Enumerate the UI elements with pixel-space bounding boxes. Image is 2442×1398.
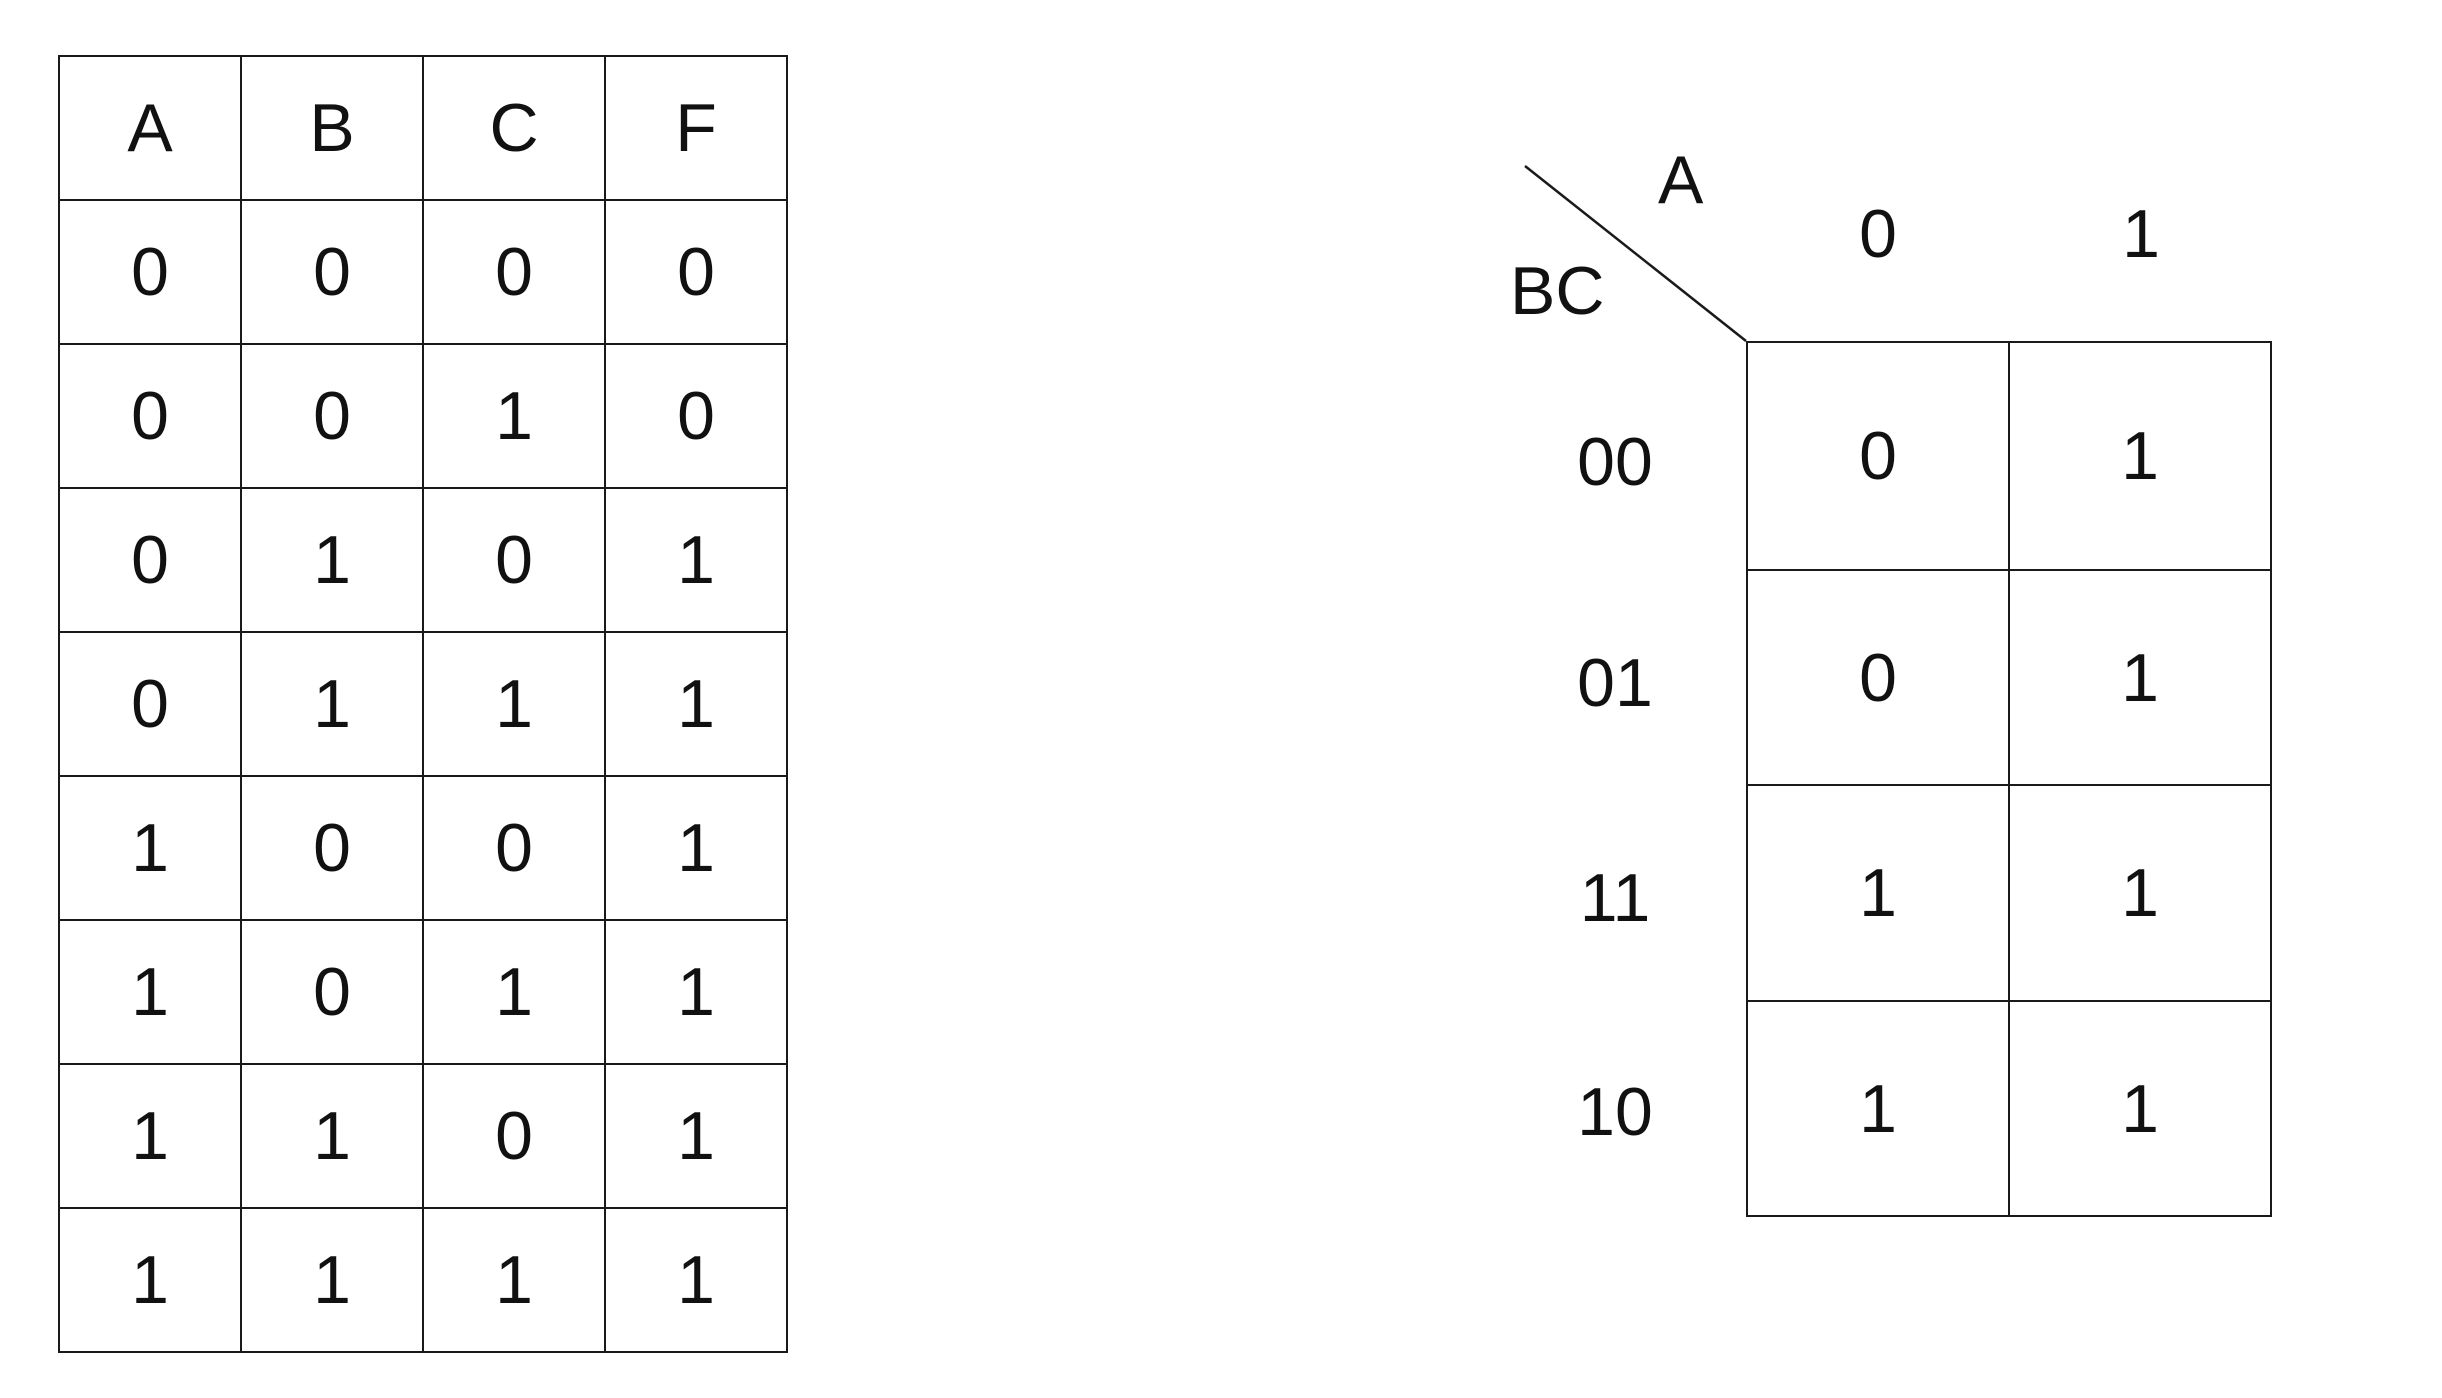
kmap-row: 1 1 xyxy=(1746,1000,2272,1217)
kmap-corner-divider-line xyxy=(1524,165,1747,342)
truth-table-header-a: A xyxy=(58,55,242,201)
truth-table-row: 1 1 1 1 xyxy=(58,1207,788,1353)
kmap-row: 0 1 xyxy=(1746,569,2272,786)
truth-table-cell: 0 xyxy=(422,1063,606,1209)
truth-table-row: 1 1 0 1 xyxy=(58,1063,788,1209)
truth-table-header-row: A B C F xyxy=(58,55,788,201)
kmap-cell: 1 xyxy=(1746,1000,2010,1217)
truth-table-cell: 0 xyxy=(240,919,424,1065)
truth-table-cell: 0 xyxy=(240,343,424,489)
kmap-row: 1 1 xyxy=(1746,784,2272,1002)
truth-table-cell: 1 xyxy=(604,487,788,633)
truth-table-row: 1 0 0 1 xyxy=(58,775,788,921)
truth-table-cell: 1 xyxy=(240,1207,424,1353)
truth-table: A B C F 0 0 0 0 0 0 1 0 0 1 0 xyxy=(58,55,788,1353)
truth-table-cell: 1 xyxy=(58,1207,242,1353)
kmap-row-label: 10 xyxy=(1577,1074,1653,1150)
truth-table-cell: 1 xyxy=(58,1063,242,1209)
kmap-cell: 1 xyxy=(2008,1000,2272,1217)
truth-table-header-f: F xyxy=(604,55,788,201)
truth-table-row: 0 1 1 1 xyxy=(58,631,788,777)
truth-table-cell: 0 xyxy=(604,343,788,489)
truth-table-cell: 0 xyxy=(422,775,606,921)
truth-table-cell: 1 xyxy=(240,487,424,633)
truth-table-cell: 1 xyxy=(604,631,788,777)
truth-table-cell: 1 xyxy=(604,775,788,921)
truth-table-row: 0 0 1 0 xyxy=(58,343,788,489)
truth-table-header-b: B xyxy=(240,55,424,201)
kmap-grid: 0 1 0 1 1 1 1 1 xyxy=(1746,341,2272,1217)
kmap-row: 0 1 xyxy=(1746,341,2272,571)
truth-table-cell: 0 xyxy=(58,487,242,633)
truth-table-cell: 0 xyxy=(58,631,242,777)
truth-table-cell: 1 xyxy=(422,631,606,777)
kmap-cell: 0 xyxy=(1746,341,2010,571)
truth-table-cell: 1 xyxy=(58,775,242,921)
kmap-cell: 1 xyxy=(2008,341,2272,571)
truth-table-cell: 0 xyxy=(240,199,424,345)
truth-table-cell: 0 xyxy=(240,775,424,921)
truth-table-cell: 1 xyxy=(240,1063,424,1209)
kmap-cell: 0 xyxy=(1746,569,2010,786)
kmap-cell: 1 xyxy=(1746,784,2010,1002)
truth-table-cell: 1 xyxy=(422,343,606,489)
truth-table-cell: 1 xyxy=(422,1207,606,1353)
kmap-cell: 1 xyxy=(2008,784,2272,1002)
truth-table-cell: 1 xyxy=(422,919,606,1065)
truth-table-cell: 1 xyxy=(604,1063,788,1209)
kmap-diagonal-line xyxy=(1524,165,1747,342)
truth-table-cell: 0 xyxy=(58,343,242,489)
truth-table-cell: 1 xyxy=(58,919,242,1065)
kmap-row-variable: BC xyxy=(1510,253,1605,329)
kmap-column-variable: A xyxy=(1658,142,1704,218)
truth-table-cell: 1 xyxy=(604,1207,788,1353)
truth-table-cell: 0 xyxy=(422,199,606,345)
kmap-row-label: 01 xyxy=(1577,645,1653,721)
truth-table-cell: 1 xyxy=(240,631,424,777)
kmap-cell: 1 xyxy=(2008,569,2272,786)
truth-table-cell: 0 xyxy=(422,487,606,633)
truth-table-row: 0 1 0 1 xyxy=(58,487,788,633)
truth-table-cell: 0 xyxy=(604,199,788,345)
kmap-row-label: 00 xyxy=(1577,424,1653,500)
kmap-column-label: 1 xyxy=(2122,196,2160,272)
truth-table-cell: 0 xyxy=(58,199,242,345)
kmap-column-label: 0 xyxy=(1859,196,1897,272)
truth-table-header-c: C xyxy=(422,55,606,201)
truth-table-row: 1 0 1 1 xyxy=(58,919,788,1065)
truth-table-cell: 1 xyxy=(604,919,788,1065)
truth-table-row: 0 0 0 0 xyxy=(58,199,788,345)
kmap-row-label: 11 xyxy=(1579,860,1651,936)
